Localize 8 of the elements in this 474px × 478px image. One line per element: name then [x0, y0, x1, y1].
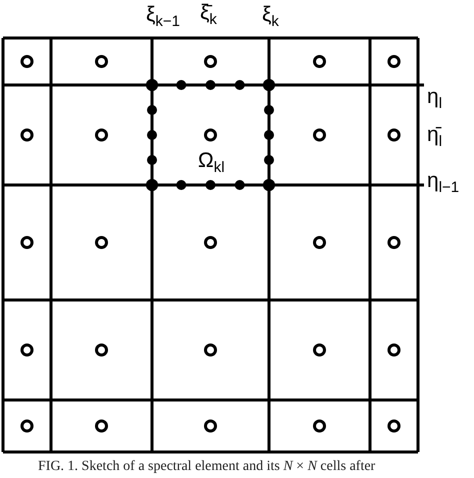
coordinate-label: η̄$_{l}$	[427, 124, 442, 150]
coordinate-label: ξ̄$_{k}$	[200, 2, 217, 28]
coordinate-label: η$_{l−1}$	[427, 170, 460, 196]
coordinate-label: ξ$_{k−1}$	[146, 4, 180, 30]
coordinate-label: ξ$_{k}$	[262, 4, 279, 30]
coordinate-label: η$_{l}$	[427, 86, 442, 112]
element-label: Ω$_{kl}$	[198, 150, 225, 176]
figure-caption: FIG. 1. Sketch of a spectral element and its N × N cells after	[38, 459, 376, 475]
